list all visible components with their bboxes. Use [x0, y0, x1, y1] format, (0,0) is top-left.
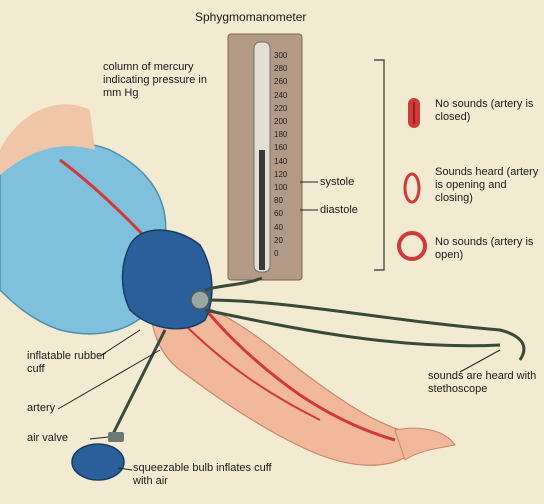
scale-tick-label: 60	[274, 210, 283, 218]
systole-label: systole	[320, 176, 354, 189]
scale-tick-label: 40	[274, 224, 283, 232]
mercury-label: column of mercury indicating pressure in…	[103, 61, 225, 100]
leader-airvalve	[90, 437, 108, 439]
artery-opening-icon	[405, 174, 419, 202]
hand	[395, 428, 455, 460]
scale-tick-label: 180	[274, 131, 287, 139]
bracket	[374, 60, 384, 270]
scale-tick-label: 140	[274, 158, 287, 166]
artery-closed-icon	[408, 98, 420, 128]
scale-tick-label: 0	[274, 250, 278, 258]
scale-tick-label: 100	[274, 184, 287, 192]
leader-stethoscope	[460, 350, 500, 372]
air-valve-body	[108, 432, 124, 442]
diastole-label: diastole	[320, 204, 358, 217]
no-sounds-open-label: No sounds (artery is open)	[435, 236, 540, 262]
artery-label: artery	[27, 402, 55, 415]
scale-tick-label: 300	[274, 52, 287, 60]
artery-open-icon	[399, 233, 425, 259]
scale-tick-label: 200	[274, 118, 287, 126]
mercury-column	[259, 150, 265, 270]
bulb-label: squeezable bulb inflates cuff with air	[133, 462, 273, 488]
cuff-shape	[123, 230, 212, 329]
stethoscope-head	[191, 291, 209, 309]
scale-tick-label: 120	[274, 171, 287, 179]
cuff-label: inflatable rubber cuff	[27, 350, 107, 376]
bulb-shape	[72, 444, 124, 480]
diagram-title: Sphygmomanometer	[195, 11, 306, 24]
sounds-heard-label: Sounds heard (artery is opening and clos…	[435, 166, 543, 205]
scale-tick-label: 240	[274, 92, 287, 100]
scale-tick-label: 80	[274, 197, 283, 205]
air-valve-label: air valve	[27, 432, 68, 445]
scale-tick-label: 160	[274, 144, 287, 152]
tube-to-bulb	[110, 330, 165, 440]
no-sounds-closed-label: No sounds (artery is closed)	[435, 98, 540, 124]
scale-tick-label: 260	[274, 78, 287, 86]
scale-tick-label: 20	[274, 237, 283, 245]
scale-tick-label: 220	[274, 105, 287, 113]
scale-tick-label: 280	[274, 65, 287, 73]
stethoscope-label: sounds are heard with stethoscope	[428, 370, 540, 396]
